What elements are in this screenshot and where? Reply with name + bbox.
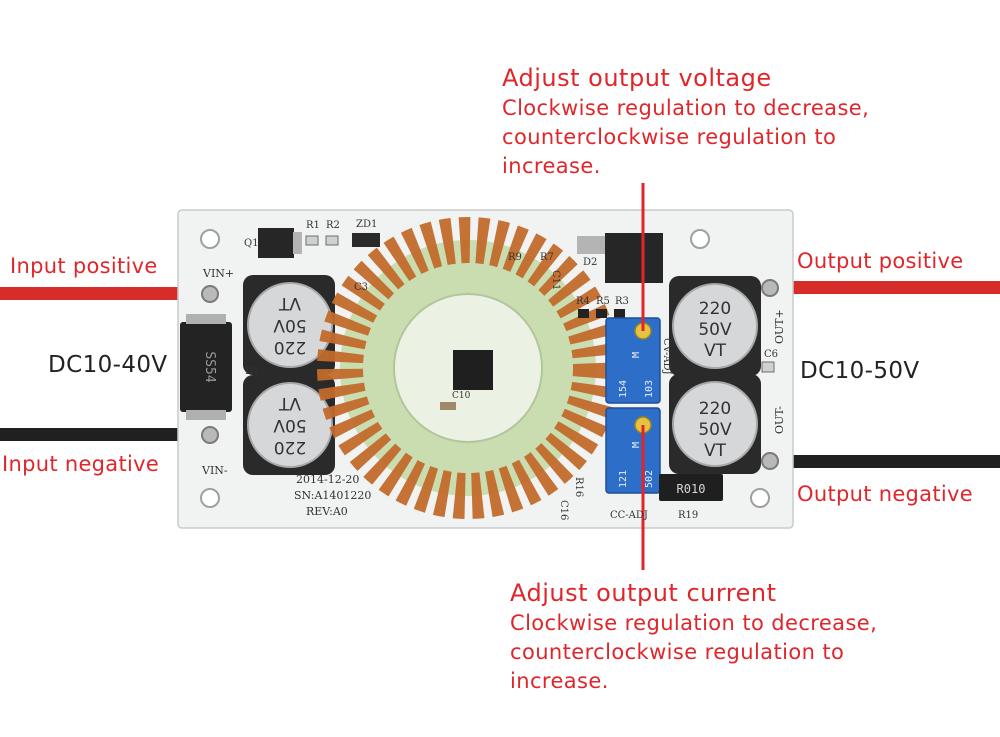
mount-hole-br [750, 488, 770, 508]
output-negative-wire [770, 455, 1000, 468]
output-voltage-range: DC10-50V [800, 358, 920, 384]
voltage-adjust-line: increase. [502, 154, 601, 178]
output-positive-wire [772, 281, 1000, 294]
voltage-adjust-heading: Adjust output voltage [502, 64, 772, 92]
cap-right-top-series: VT [704, 341, 727, 361]
silk-r5: R5 [596, 296, 610, 307]
cap-right-bottom-value: 220 [699, 399, 731, 419]
current-adjust-line: Clockwise regulation to decrease, [510, 611, 878, 635]
diode-d1 [180, 322, 232, 412]
silk-r9: R9 [508, 252, 522, 263]
shunt-marking: R010 [677, 482, 706, 496]
cap-left-top-series: VT [278, 293, 301, 313]
silk-serial: SN:A1401220 [294, 489, 371, 502]
pot-bottom-mark-c: 502 [644, 470, 655, 488]
capacitor-left-top [243, 275, 335, 375]
silk-vin-plus: VIN+ [202, 267, 234, 280]
silk-vin-minus: VIN- [201, 464, 228, 477]
silk-d1: D1 [245, 366, 259, 377]
cap-left-bottom-series: VT [278, 393, 301, 413]
pot-bottom-mark-b: M [631, 442, 642, 448]
silk-c6: C6 [764, 349, 778, 360]
silk-out-plus: OUT+ [773, 309, 786, 344]
pot-top-mark-b: M [631, 352, 642, 358]
diode-marking: SS54 [202, 351, 217, 382]
silk-r2: R2 [326, 220, 340, 231]
out-plus-terminal [761, 279, 779, 297]
input-voltage-range: DC10-40V [48, 352, 168, 378]
capacitor-c10 [440, 402, 456, 410]
cap-right-bottom-series: VT [704, 441, 727, 461]
voltage-adjust-line: Clockwise regulation to decrease, [502, 96, 870, 120]
silk-c3: C3 [354, 282, 368, 293]
cap-right-top-voltage: 50V [698, 320, 732, 340]
silk-r3: R3 [615, 296, 629, 307]
diode-d2 [605, 233, 663, 283]
pot-top-mark-a: 154 [618, 380, 629, 398]
silk-cv-adj: CV-ADJ [661, 338, 672, 375]
pot-bottom-mark-a: 121 [618, 470, 629, 488]
silk-date: 2014-12-20 [296, 473, 359, 486]
resistor-r2 [325, 235, 339, 246]
silk-r4: R4 [576, 296, 590, 307]
out-minus-terminal [761, 452, 779, 470]
cap-left-bottom-value: 220 [274, 437, 306, 457]
resistor-r5 [596, 309, 607, 318]
mount-hole-tl [200, 229, 220, 249]
silk-c11: C11 [550, 270, 561, 290]
resistor-r1 [305, 235, 319, 246]
silk-cc-adj: CC-ADJ [610, 510, 648, 521]
silk-r7: R7 [540, 252, 554, 263]
output-negative-label: Output negative [797, 482, 973, 506]
shunt-resistor-r010 [659, 474, 723, 501]
current-adjust-callout: Adjust output current Clockwise regulati… [510, 577, 877, 696]
resistor-r4 [578, 309, 589, 318]
silk-d2: D2 [583, 257, 597, 268]
silk-zd1: ZD1 [356, 219, 377, 230]
input-positive-label: Input positive [10, 254, 158, 278]
input-negative-label: Input negative [2, 452, 160, 476]
silk-r1: R1 [306, 220, 320, 231]
mount-hole-bl [200, 488, 220, 508]
capacitor-c6 [761, 361, 775, 373]
transistor-q1 [258, 228, 294, 258]
cap-right-bottom-voltage: 50V [698, 420, 732, 440]
voltage-potentiometer[interactable] [605, 317, 661, 404]
silk-out-minus: OUT- [773, 406, 786, 434]
controller-ic [453, 350, 493, 390]
cap-left-bottom-voltage: 50V [273, 415, 307, 435]
capacitor-right-top [669, 276, 761, 376]
silk-c16: C16 [558, 500, 569, 520]
silk-rev: REV:A0 [306, 505, 348, 518]
zener-zd1 [352, 233, 380, 247]
diode-d2-tab [577, 236, 605, 254]
cap-left-top-voltage: 50V [273, 315, 307, 335]
current-adjust-line: counterclockwise regulation to [510, 640, 845, 664]
output-positive-label: Output positive [797, 249, 964, 273]
pot-top-mark-c: 103 [644, 380, 655, 398]
current-adjust-heading: Adjust output current [510, 579, 777, 607]
input-negative-wire [0, 428, 205, 441]
current-adjust-line: increase. [510, 669, 609, 693]
mount-hole-tr [690, 229, 710, 249]
vin-minus-terminal [201, 426, 219, 444]
silk-r16: R16 [573, 477, 584, 497]
diode-d1-lead [186, 410, 226, 420]
transistor-q1-tab [293, 232, 302, 254]
silk-r19: R19 [678, 510, 698, 521]
diode-d1-lead [186, 314, 226, 324]
silk-q1: Q1 [244, 238, 259, 249]
capacitor-left-bottom [243, 375, 335, 475]
voltage-adjust-line: counterclockwise regulation to [502, 125, 837, 149]
cap-right-top-value: 220 [699, 299, 731, 319]
silk-c10: C10 [452, 391, 471, 401]
voltage-adjust-callout: Adjust output voltage Clockwise regulati… [502, 62, 869, 181]
input-positive-wire [0, 287, 208, 300]
resistor-r3 [614, 309, 625, 318]
cap-left-top-value: 220 [274, 337, 306, 357]
capacitor-right-bottom [669, 374, 761, 474]
vin-plus-terminal [201, 285, 219, 303]
